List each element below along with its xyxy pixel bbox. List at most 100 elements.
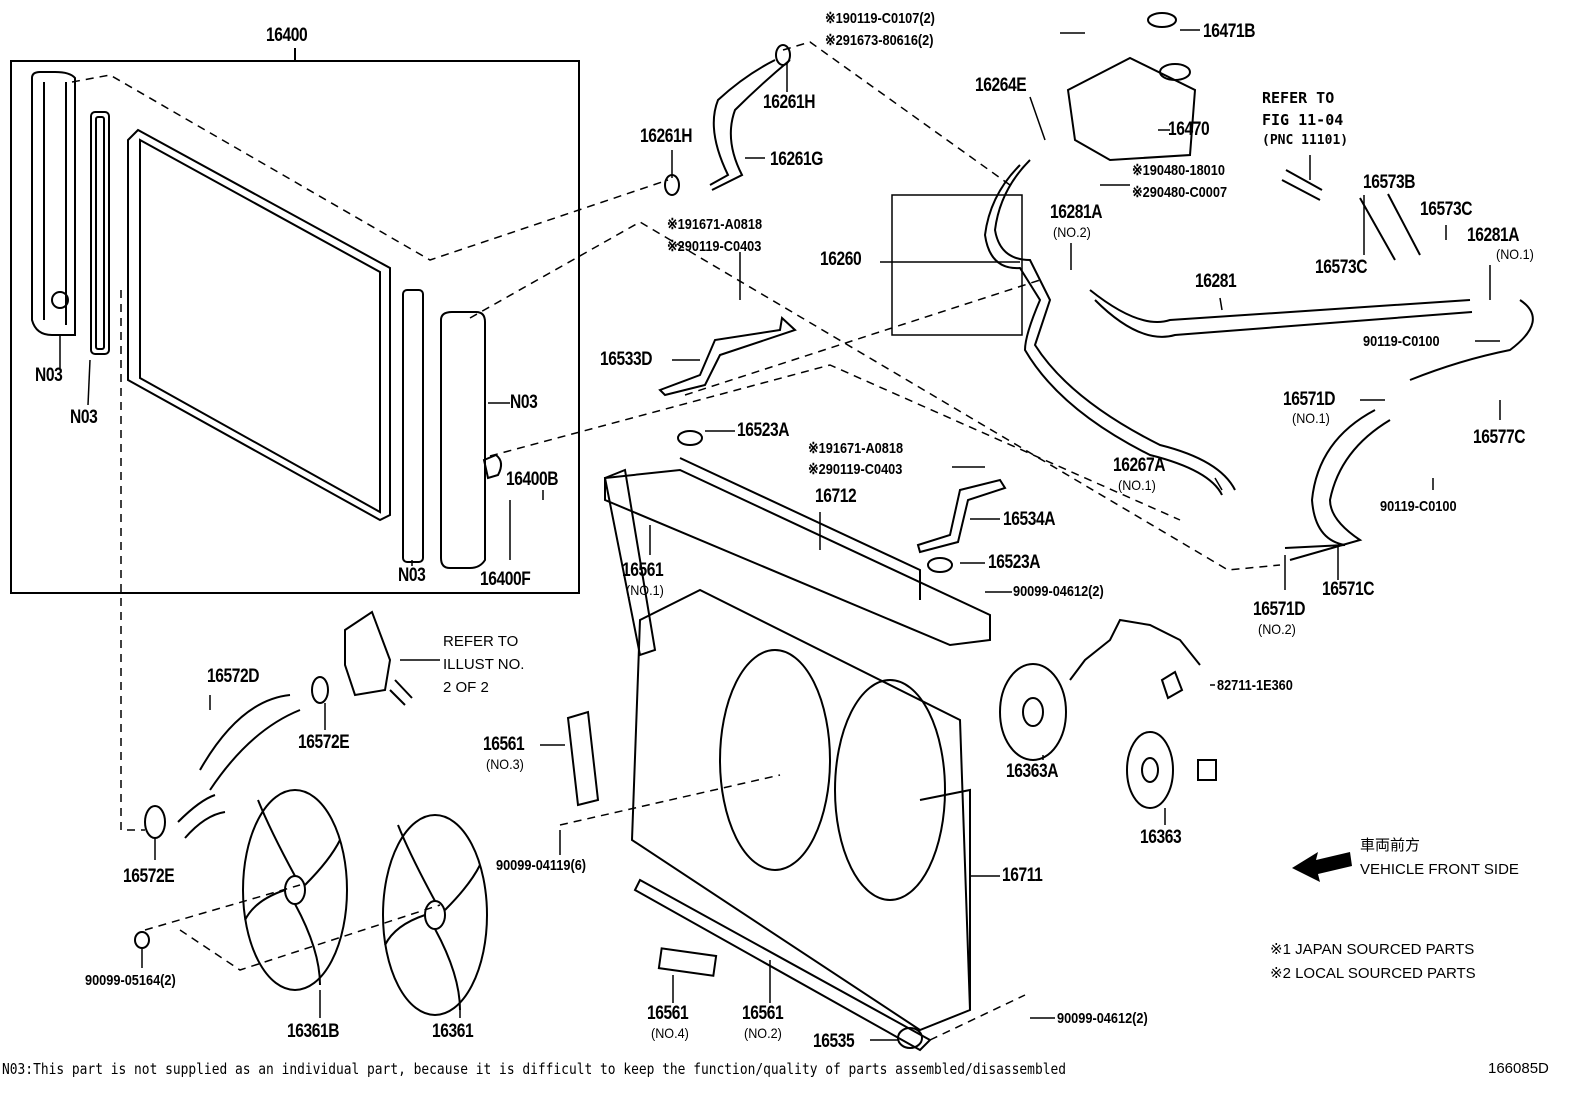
cap-16471B [1147,12,1177,28]
radiator-left-tank [31,71,76,336]
clamp-16572E-low [144,805,166,839]
footnote-n03: N03:This part is not supplied as an indi… [2,1060,1067,1078]
refer-fig-note: REFER TO FIG 11-04 (PNC 11101) [1262,88,1348,150]
label-16400: 16400 [266,25,308,46]
clamp-16572E-high [311,676,329,704]
label-16561-no1-sub: (NO.1) [626,582,664,598]
vehicle-front-en: VEHICLE FRONT SIDE [1360,861,1519,878]
seal-16561-no2 [633,878,932,1052]
label-16281A-no1-sub: (NO.1) [1496,246,1534,262]
fan-16361 [382,814,488,1016]
label-16561-no2-sub: (NO.2) [744,1025,782,1041]
label-90119-C0100-top: 90119-C0100 [1363,333,1440,350]
label-16573B: 16573B [1363,172,1416,193]
seal-16561-no4 [657,947,718,977]
label-90099-04119: 90099-04119(6) [496,857,587,874]
radiator-right-tank [440,311,502,569]
label-bolt-191671-A0818-mid: ※191671-A0818 [808,440,904,457]
label-16561-no3: 16561 [483,734,525,755]
label-cap-290480-C0007: ※290480-C0007 [1132,184,1228,201]
label-n03-left-tank: N03 [35,365,63,386]
fan-shroud-16711 [630,588,972,1032]
label-16267A: 16267A [1113,455,1166,476]
label-16260: 16260 [820,249,862,270]
label-16572E-low: 16572E [123,866,175,887]
label-16523A-top: 16523A [737,420,790,441]
refer-illust-line1: REFER TO [443,633,519,650]
label-16261H-left: 16261H [640,126,693,147]
label-16261H-top: 16261H [763,92,816,113]
hose-16571C [1289,419,1391,561]
reservoir-tank-16470 [1066,12,1197,162]
upper-support-16712 [604,468,991,647]
legend-japan-sourced: ※1 JAPAN SOURCED PARTS [1270,941,1475,958]
fan-16361B [242,789,348,991]
dashed-leaders [71,41,1281,1041]
label-16573C-right: 16573C [1420,199,1473,220]
label-16361B: 16361B [287,1021,340,1042]
water-inlet-housing [344,610,392,697]
label-bolt-190119-C0107: ※190119-C0107(2) [825,10,935,27]
label-bolt-290119-C0403-top: ※290119-C0403 [667,238,762,255]
refer-fig-line2: FIG 11-04 [1262,110,1344,129]
label-16571D-no1-sub: (NO.1) [1292,410,1330,426]
legend-local-sourced: ※2 LOCAL SOURCED PARTS [1270,965,1476,982]
clamp-16261H-top [775,44,791,66]
fan-motor-16363A [999,618,1201,761]
label-16470: 16470 [1168,119,1210,140]
label-n03-right-gasket: N03 [398,565,426,586]
label-90099-04612-low: 90099-04612(2) [1057,1010,1148,1027]
label-82711-1E360: 82711-1E360 [1217,677,1293,694]
label-16400F: 16400F [480,569,531,590]
label-16561-no3-sub: (NO.3) [486,756,524,772]
hose-16572D [199,694,301,791]
grommet-16523A-top [677,430,703,446]
label-16281A-no2: 16281A [1050,202,1103,223]
label-16561-no1: 16561 [622,560,664,581]
refer-illust-line2: ILLUST NO. [443,656,525,673]
label-16561-no4-sub: (NO.4) [651,1025,689,1041]
fan-motor-16363 [1126,731,1217,809]
label-cap-190480-18010: ※190480-18010 [1132,162,1225,179]
label-bolt-290119-C0403-mid: ※290119-C0403 [808,461,903,478]
grommet-16523A-low [927,557,953,573]
label-16533D: 16533D [600,349,653,370]
left-gasket [90,111,110,355]
sourcing-legend: ※1 JAPAN SOURCED PARTS ※2 LOCAL SOURCED … [1270,938,1476,986]
hose-16267A [993,159,1236,491]
radiator-core [127,128,391,522]
seal-16561-no1 [603,468,657,657]
label-16523A-low: 16523A [988,552,1041,573]
leader-lines [59,29,1501,1041]
label-16281: 16281 [1195,271,1237,292]
label-16261G: 16261G [770,149,823,170]
label-16571D-no2-sub: (NO.2) [1258,621,1296,637]
nut-90099-05164 [134,931,150,949]
hose-16261G [709,59,776,186]
bracket-16534A [916,478,1007,554]
label-90099-05164: 90099-05164(2) [85,972,176,989]
label-16400B: 16400B [506,469,559,490]
bracket-16260 [891,194,1023,336]
label-16264E: 16264E [975,75,1027,96]
label-bolt-191671-A0818-top: ※191671-A0818 [667,216,763,233]
label-16572D: 16572D [207,666,260,687]
label-16571D-no2: 16571D [1253,599,1306,620]
refer-illust-line3: 2 OF 2 [443,679,489,696]
refer-illust-note: REFER TO ILLUST NO. 2 OF 2 [443,630,524,699]
label-90099-04612-top: 90099-04612(2) [1013,583,1104,600]
hose-16573B [1359,193,1421,261]
label-16571C: 16571C [1322,579,1375,600]
label-16561-no4: 16561 [647,1003,689,1024]
label-16267A-sub: (NO.1) [1118,477,1156,493]
label-bolt-291673-80616: ※291673-80616(2) [825,32,934,49]
bracket-16533D [658,316,797,397]
arrow-left-icon [1292,852,1352,882]
vehicle-front-note: 車両前方 VEHICLE FRONT SIDE [1360,834,1519,882]
seal-16561-no3 [566,710,600,807]
refer-fig-line3: (PNC 11101) [1262,132,1349,148]
label-16571D-no1: 16571D [1283,389,1336,410]
label-16363: 16363 [1140,827,1182,848]
